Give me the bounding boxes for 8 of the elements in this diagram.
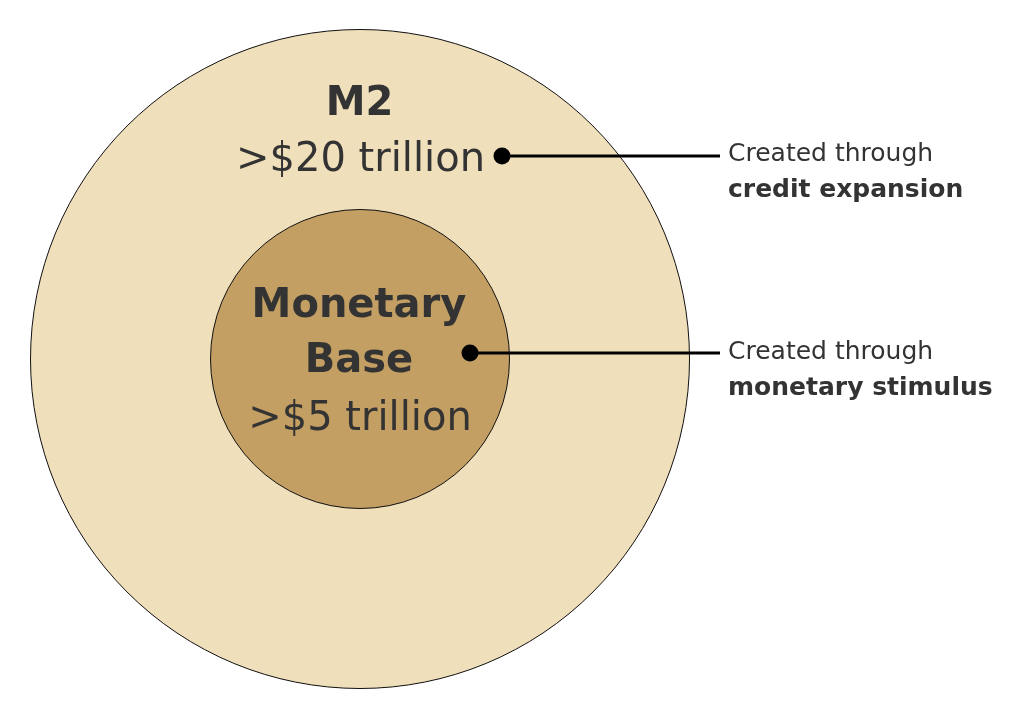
amount-label: >$20 trillion bbox=[236, 132, 485, 181]
leader-line bbox=[493, 147, 720, 165]
annotation-text: Created through monetary stimulus bbox=[728, 333, 993, 405]
amount-label: >$5 trillion bbox=[248, 392, 472, 441]
leader-line bbox=[461, 344, 720, 362]
annotation-text: Created through credit expansion bbox=[728, 135, 964, 207]
circle-heading: M2 bbox=[325, 76, 394, 125]
circle-heading: Monetary Base bbox=[250, 279, 468, 383]
